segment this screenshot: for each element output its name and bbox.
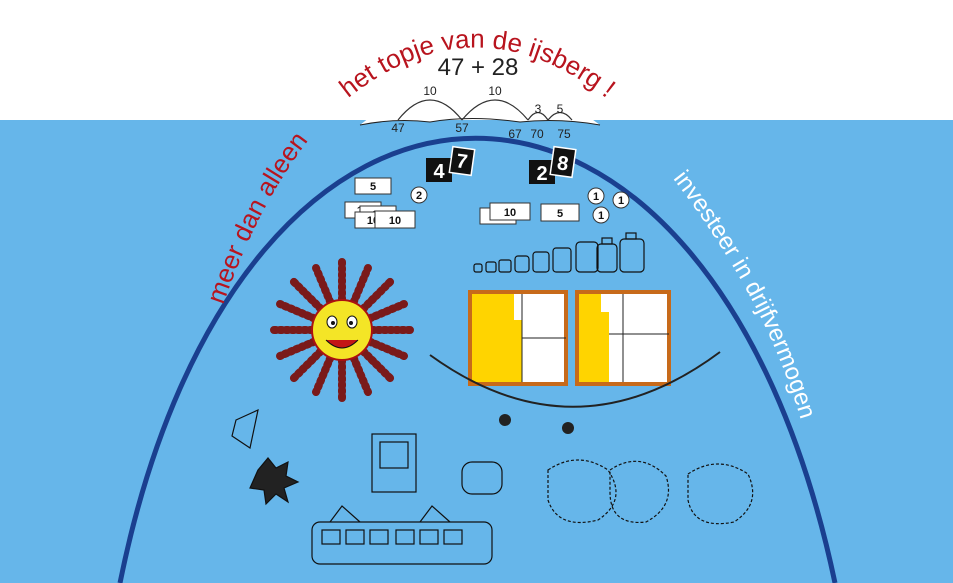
kids-sketch	[687, 463, 754, 525]
triangle-sketch	[231, 408, 259, 449]
balance-beam	[429, 351, 721, 408]
burst-sketch	[249, 457, 300, 506]
digit-card-ones: 8	[556, 152, 570, 175]
digit-card-tens: 2	[536, 163, 547, 185]
balance-weight	[499, 414, 511, 426]
waterline	[359, 118, 601, 126]
digit-card-ones: 7	[455, 150, 469, 173]
money-right: 10 10 5 1 1 1	[479, 187, 630, 225]
jump-label: 3	[535, 102, 542, 116]
people-sketch	[547, 459, 617, 524]
sun-illustration	[268, 258, 416, 402]
money-left: 5 10 10 10 10 2	[344, 177, 428, 229]
balance-weight	[562, 422, 574, 434]
iceberg-tip	[360, 77, 600, 125]
number-mark: 57	[455, 121, 469, 135]
digit-card-tens: 4	[433, 161, 445, 183]
bill-value: 5	[370, 181, 376, 193]
number-mark: 47	[391, 121, 405, 135]
jars-row	[473, 232, 645, 273]
jump-label: 10	[423, 84, 437, 98]
number-mark: 70	[530, 127, 544, 141]
tram-sketch	[311, 521, 493, 565]
bill-value: 5	[557, 208, 563, 220]
number-line-marks: 47 57 67 70 75	[391, 121, 571, 141]
digit-cards-28: 2 8	[529, 145, 577, 185]
digit-cards-47: 4 7	[426, 145, 476, 183]
jump-label: 10	[488, 84, 502, 98]
coin-value: 1	[598, 210, 604, 222]
iceberg-arc	[117, 135, 838, 583]
number-mark: 75	[557, 127, 571, 141]
coin-value: 1	[593, 191, 599, 203]
jump-label: 5	[557, 102, 564, 116]
base-ten-grid-left	[468, 290, 568, 386]
number-line-jumps	[397, 99, 573, 121]
bill-value: 10	[389, 215, 401, 227]
bottom-sketches	[231, 408, 754, 565]
poster-sketch	[371, 433, 417, 493]
purse-sketch	[461, 461, 503, 495]
number-mark: 67	[508, 127, 522, 141]
base-ten-grid-right	[575, 290, 671, 386]
bill-value: 10	[504, 207, 516, 219]
number-line-jump-labels: 10 10 3 5	[423, 84, 563, 116]
coin-value: 2	[416, 190, 422, 202]
sum-label: 47 + 28	[438, 54, 519, 81]
coin-value: 1	[618, 195, 624, 207]
